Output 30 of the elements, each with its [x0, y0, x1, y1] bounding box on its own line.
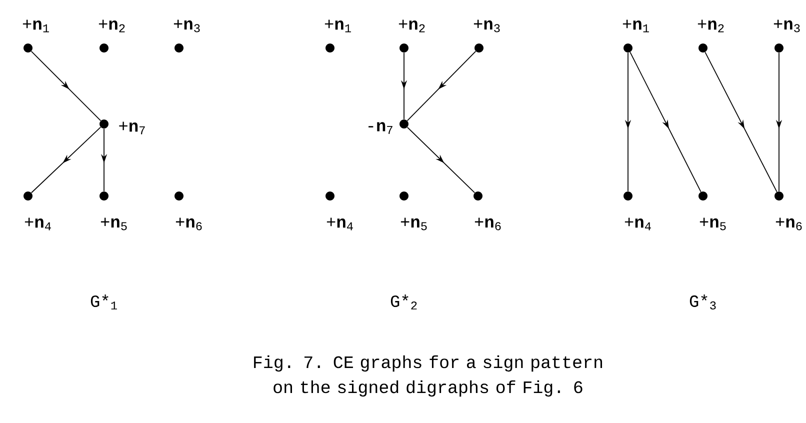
arrow: [704, 52, 778, 192]
node-label: +n$_{4}$: [326, 218, 353, 230]
node-label: +n$_{2}$: [698, 20, 724, 32]
arrow: [630, 52, 702, 192]
node-label: +n$_{7}$: [119, 122, 145, 134]
arrow: [406, 126, 476, 194]
node-label: +n$_{1}$: [22, 20, 49, 32]
graph-name: G*$_{1}$: [90, 294, 117, 310]
node-label: -n$_{7}$: [368, 122, 392, 134]
node-label: +n$_{6}$: [776, 218, 802, 230]
node-label: +n$_{2}$: [98, 20, 125, 32]
node-label: +n$_{3}$: [774, 20, 800, 32]
arrow: [30, 50, 102, 122]
node-label: +n$_{4}$: [624, 218, 651, 230]
node-label: +n$_{6}$: [474, 218, 501, 230]
node-label: +n$_{2}$: [398, 20, 425, 32]
arrow: [406, 50, 476, 122]
arrow: [30, 126, 102, 194]
node-label: +n$_{5}$: [100, 218, 127, 230]
node-label: +n$_{5}$: [700, 218, 726, 230]
node-label: +n$_{4}$: [24, 218, 51, 230]
node-label: +n$_{3}$: [174, 20, 200, 32]
graph-name: G*$_{2}$: [390, 294, 417, 310]
node-label: +n$_{6}$: [176, 218, 202, 230]
node-label: +n$_{1}$: [622, 20, 649, 32]
node-label: +n$_{3}$: [474, 20, 500, 32]
node-label: +n$_{5}$: [400, 218, 427, 230]
graph-name: G*$_{3}$: [690, 294, 716, 310]
caption: Fig. 7. CE graphs for a sign pattern on the signed digraphs of Fig. 6: [254, 355, 602, 397]
node-label: +n$_{1}$: [324, 20, 351, 32]
